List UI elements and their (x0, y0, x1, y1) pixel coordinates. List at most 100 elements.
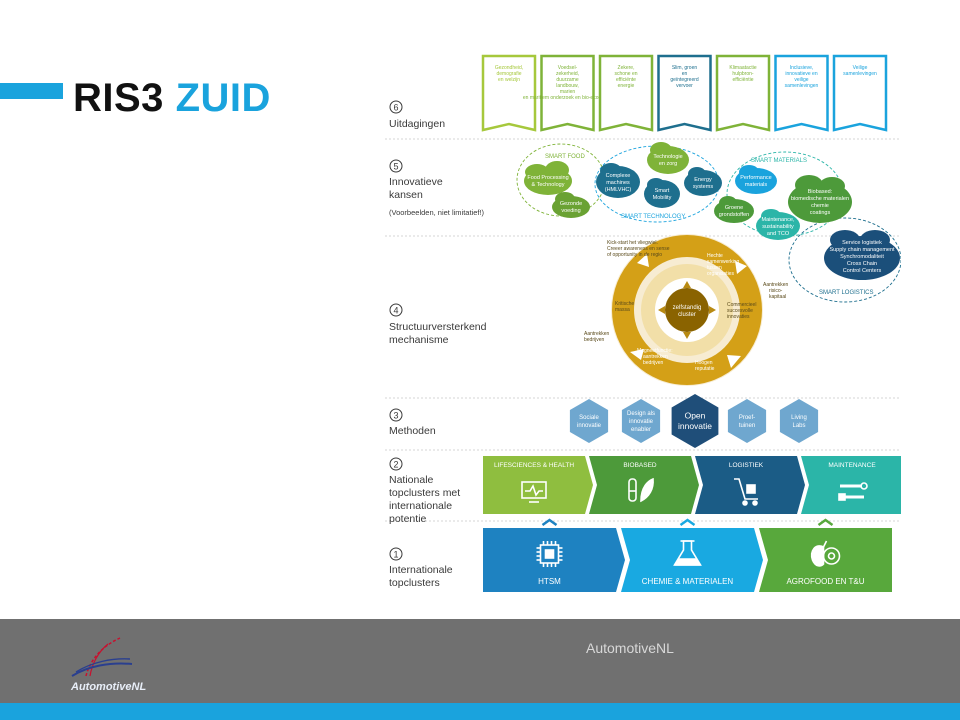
national-cluster: BIOBASED (589, 456, 699, 514)
challenge-text: en welzijn (498, 77, 520, 83)
svg-text:Kick-start het vliegwiel.: Kick-start het vliegwiel. (607, 240, 658, 246)
svg-text:Maintenance,: Maintenance, (761, 217, 794, 223)
svg-text:3: 3 (393, 411, 398, 421)
svg-text:topclusters met: topclusters met (389, 487, 460, 499)
svg-text:kansen: kansen (389, 189, 423, 201)
challenge-text: marien (560, 89, 576, 95)
method-text: enabler (631, 427, 651, 433)
svg-text:en zorg: en zorg (659, 161, 677, 167)
challenge-text: zekerheid, (556, 71, 579, 77)
flask-icon (673, 540, 702, 566)
cycle-center (665, 288, 709, 332)
cloud-gezonde-voeding: Gezonde voeding (552, 192, 590, 218)
footer-bar (0, 619, 960, 703)
international-cluster-label: AGROFOOD EN T&U (786, 577, 864, 586)
challenge-text: Slim, groen (672, 65, 698, 71)
svg-text:Internationale: Internationale (389, 564, 453, 576)
national-cluster: LOGISTIEK (695, 456, 805, 514)
challenge-text: schone en (614, 71, 637, 77)
smart-technology-label: SMART TECHNOLOGY (621, 214, 685, 220)
apple-gear-icon (810, 540, 841, 567)
page-title: RIS3 ZUID (73, 74, 271, 122)
svg-text:Gezonde: Gezonde (560, 201, 582, 207)
international-cluster: HTSM (483, 518, 625, 592)
mechanism-cycle: zelfstandig cluster Kick-start het vlieg… (584, 234, 789, 386)
label-mechanisme: 4 Structuurversterkend mechanisme (389, 303, 487, 346)
international-cluster-label: HTSM (538, 577, 561, 586)
svg-text:Performance: Performance (740, 175, 772, 181)
cycle-direction-arrows (630, 254, 747, 368)
svg-text:Groene: Groene (725, 205, 743, 211)
svg-text:Kritische: Kritische (615, 301, 634, 307)
footer-accent-strip (0, 703, 960, 720)
challenge-text: samenlevingen (843, 71, 877, 77)
tools-icon (838, 482, 868, 501)
challenge-text: Veilige (853, 65, 868, 71)
svg-text:Commercieel: Commercieel (727, 302, 756, 308)
label-uitdagingen: 6 Uitdagingen (389, 100, 445, 130)
svg-text:(Voorbeelden, niet limitatief!: (Voorbeelden, niet limitatief!) (389, 208, 485, 217)
svg-text:tussen: tussen (707, 265, 722, 271)
national-cluster-label: MAINTENANCE (828, 462, 876, 469)
svg-text:risico-: risico- (769, 288, 783, 294)
svg-text:6: 6 (393, 103, 398, 113)
method-hexagon: Proef-tuinen (727, 399, 767, 443)
international-cluster: CHEMIE & MATERIALEN (621, 518, 763, 592)
svg-text:reputatie: reputatie (695, 366, 715, 372)
challenge-text: Inclusieve, (790, 65, 814, 71)
cloud-groene-grondstoffen: Groene grondstoffen (714, 196, 754, 223)
svg-text:and TCO: and TCO (767, 231, 790, 237)
challenge-text: en maritiem onderzoek en bio-economie (523, 95, 612, 101)
challenge-text: duurzame (556, 77, 578, 83)
challenge-text: Gezondheid, (495, 65, 523, 71)
method-text: Design als (627, 411, 655, 417)
svg-text:biomedische materialen: biomedische materialen (791, 196, 849, 202)
label-nationale: 2 Nationale topclusters met internationa… (389, 457, 460, 525)
national-cluster-label: BIOBASED (623, 462, 657, 469)
label-methoden: 3 Methoden (389, 408, 436, 437)
cycle-ring (612, 235, 762, 385)
challenge-text: en (682, 71, 688, 77)
cycle-arrow-markers (658, 281, 716, 339)
section-labels: 6 Uitdagingen 5 Innovatieve kansen (Voor… (389, 100, 487, 589)
label-kansen: 5 Innovatieve kansen (Voorbeelden, niet … (389, 159, 485, 217)
cloud-biobased: Biobased: biomedische materialen chemie … (788, 175, 852, 223)
smart-food-label: SMART FOOD (545, 154, 585, 160)
smart-logistics-ring (788, 217, 901, 303)
kansen-area: SMART FOOD SMART TECHNOLOGY SMART MATERI… (516, 142, 901, 303)
cloud-energy-systems: Energy systems (684, 167, 722, 196)
challenge-text: Voedsel- (558, 65, 578, 71)
svg-text:coatings: coatings (810, 210, 831, 216)
svg-text:materials: materials (745, 182, 768, 188)
cloud-complexe-machines: Complexe machines (HMLVHC) (596, 163, 640, 198)
svg-text:potentie: potentie (389, 513, 427, 525)
challenge-text: efficiënte (616, 77, 636, 83)
svg-text:Innovatieve: Innovatieve (389, 176, 443, 188)
cloud-performance-materials: Performance materials (735, 165, 777, 194)
challenge-banner: Inclusieve,innovatieve enveiligesamenlev… (774, 54, 829, 132)
svg-text:Aantrekken: Aantrekken (763, 282, 789, 288)
svg-text:chemie: chemie (811, 203, 829, 209)
national-topclusters: LIFESCIENCES & HEALTH BIOBASED LOGISTIEK MA… (483, 456, 901, 514)
svg-text:Aantrekken: Aantrekken (584, 331, 610, 337)
national-cluster-label: LIFESCIENCES & HEALTH (494, 462, 574, 469)
cloud-smart-mobility: Smart Mobility (644, 178, 680, 208)
method-text: Labs (792, 423, 805, 429)
svg-text:grondstoffen: grondstoffen (719, 212, 749, 218)
svg-text:organisaties: organisaties (707, 271, 734, 277)
cloud-food-processing: Food Processing & Technology (524, 161, 572, 195)
svg-text:topclusters: topclusters (389, 577, 440, 589)
method-text: innovatie (678, 421, 712, 431)
challenge-text: Klimaatactie (729, 65, 756, 71)
svg-text:Nationale: Nationale (389, 474, 434, 486)
svg-text:4: 4 (393, 306, 398, 316)
footer-text: AutomotiveNL (586, 640, 674, 656)
international-topclusters: HTSM CHEMIE & MATERIALEN AGROFOOD EN T&U (483, 518, 892, 592)
